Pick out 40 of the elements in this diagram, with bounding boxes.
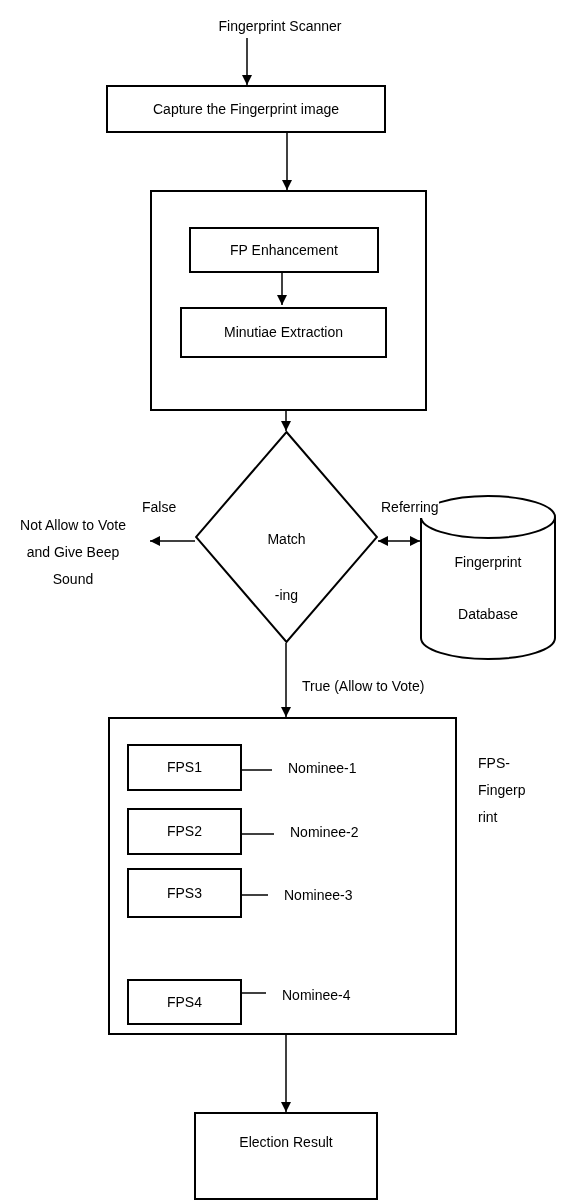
arrow xyxy=(242,37,252,86)
process-box xyxy=(127,979,242,1025)
process-box xyxy=(127,868,242,918)
node-text: FPS3 xyxy=(167,883,202,903)
decision-diamond xyxy=(195,431,378,643)
node-text: Not Allow to Vote and Give Beep Sound xyxy=(19,515,127,589)
connector-line xyxy=(239,833,275,835)
side-note: FPS- Fingerp rint xyxy=(478,754,527,827)
node-text: Capture the Fingerprint image xyxy=(153,99,339,119)
process-box xyxy=(180,307,387,358)
node-text: Nominee-3 xyxy=(284,885,353,905)
connector-line xyxy=(239,769,273,771)
arrow xyxy=(282,132,292,191)
process-box xyxy=(194,1112,378,1200)
node-text: Fingerprint Database xyxy=(453,552,523,624)
node-text: Fingerprint Scanner xyxy=(218,16,342,36)
connector-line xyxy=(239,894,269,896)
arrow xyxy=(281,642,291,718)
node-text: Nominee-4 xyxy=(282,985,351,1005)
node-text: FPS4 xyxy=(167,992,202,1012)
connector-line xyxy=(239,992,267,994)
process-box xyxy=(150,190,427,411)
arrow xyxy=(277,270,287,306)
node-text: Election Result xyxy=(239,1133,333,1152)
node-text: Nominee-1 xyxy=(288,758,357,778)
arrow xyxy=(149,536,196,546)
arrow xyxy=(281,1034,291,1113)
node-text: Match -ing xyxy=(266,530,307,605)
node-text: FPS1 xyxy=(167,758,202,777)
node-text: Nominee-2 xyxy=(290,822,359,842)
node-text: FP Enhancement xyxy=(230,240,338,260)
process-box xyxy=(108,717,457,1035)
process-box xyxy=(106,85,386,133)
process-box xyxy=(189,227,379,273)
process-box xyxy=(127,808,242,855)
arrow xyxy=(377,536,421,546)
arrow xyxy=(281,410,291,432)
node-text: FPS2 xyxy=(167,822,202,841)
process-box xyxy=(127,744,242,791)
node-text: Minutiae Extraction xyxy=(223,323,344,342)
